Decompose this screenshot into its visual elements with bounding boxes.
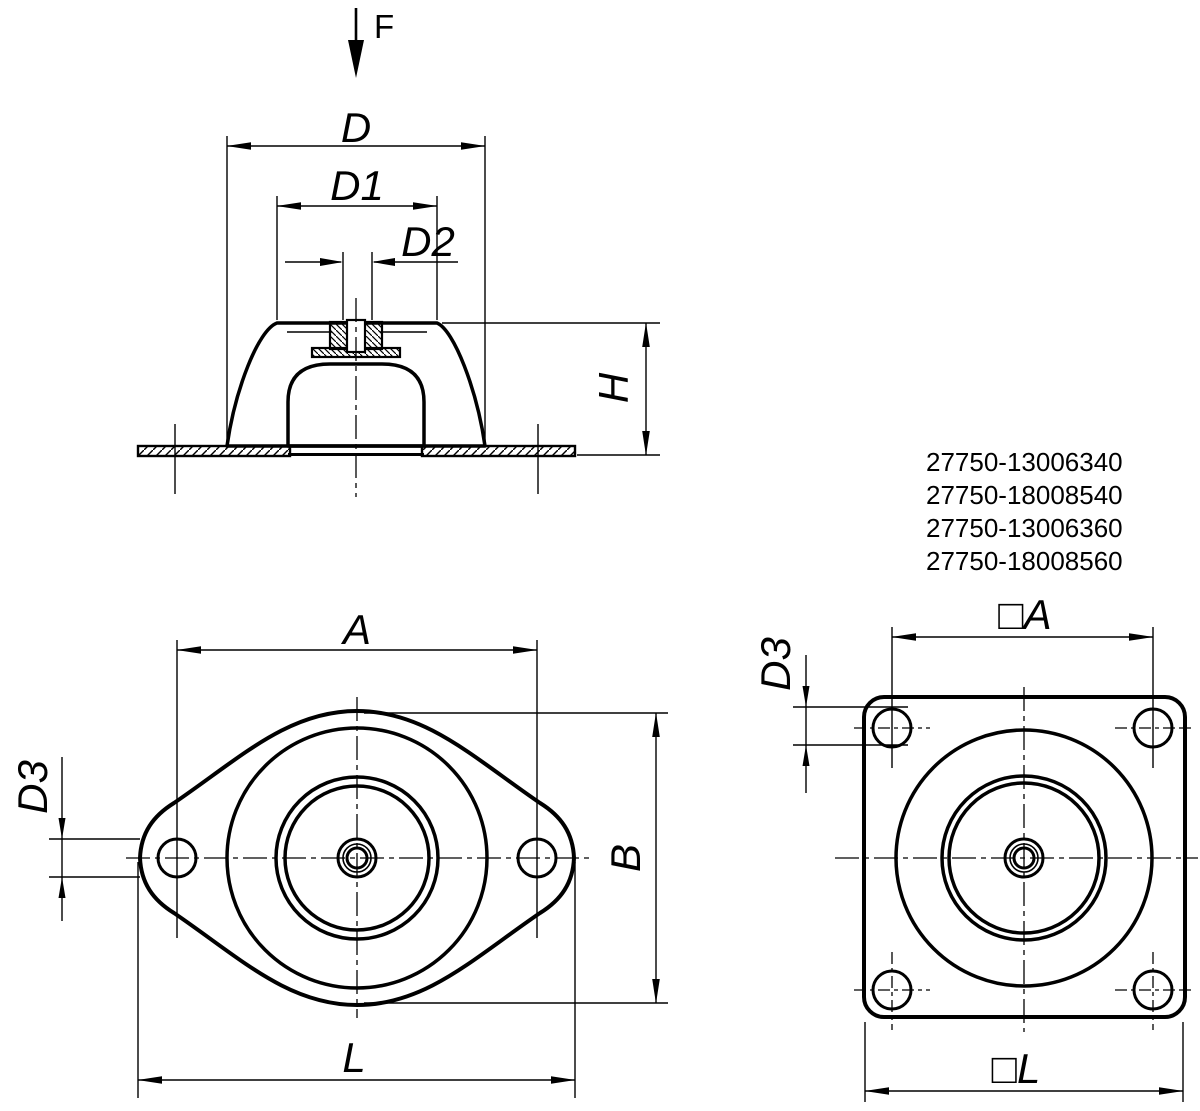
part-number-list: 27750-13006340 27750-18008540 27750-1300… — [926, 447, 1123, 576]
dim-label-d1: D1 — [330, 162, 384, 209]
dim-label-d3: D3 — [752, 637, 799, 691]
dimension-d: D — [226, 104, 486, 442]
dome-inner-cavity — [286, 362, 426, 448]
dim-label-d3: D3 — [9, 760, 56, 814]
dimension-d3-oval: D3 — [9, 757, 140, 921]
dim-label-h: H — [590, 372, 637, 403]
force-label: F — [374, 8, 394, 45]
force-arrow: F — [348, 8, 394, 78]
dimension-b: B — [364, 712, 668, 1004]
square-flange-top-view: □A □L D3 — [752, 591, 1198, 1102]
bolt-hole-centerlines — [854, 727, 1191, 1030]
dimension-d2: D2 — [285, 218, 458, 320]
dimension-d1: D1 — [276, 162, 438, 320]
dim-label-square-l: □L — [992, 1045, 1041, 1092]
part-number: 27750-18008540 — [926, 480, 1123, 510]
part-number: 27750-13006340 — [926, 447, 1123, 477]
oval-flange-top-view: A B L D3 — [9, 606, 668, 1098]
dimension-h: H — [442, 322, 660, 456]
dimension-d3-square: D3 — [752, 637, 908, 793]
dim-label-d: D — [341, 104, 371, 151]
part-number: 27750-18008560 — [926, 546, 1123, 576]
dimension-a: A — [176, 606, 538, 938]
dimension-square-a: □A — [891, 591, 1154, 768]
dim-label-square-a: □A — [998, 591, 1051, 638]
dimension-square-l: □L — [864, 1022, 1184, 1102]
dim-label-b: B — [602, 844, 649, 872]
dim-label-l: L — [342, 1034, 365, 1081]
dim-label-a: A — [340, 606, 371, 653]
side-section-view: F D — [136, 8, 660, 497]
dim-label-d2: D2 — [401, 218, 455, 265]
force-arrowhead-icon — [348, 40, 364, 78]
dimension-l: L — [137, 862, 576, 1098]
part-number: 27750-13006360 — [926, 513, 1123, 543]
